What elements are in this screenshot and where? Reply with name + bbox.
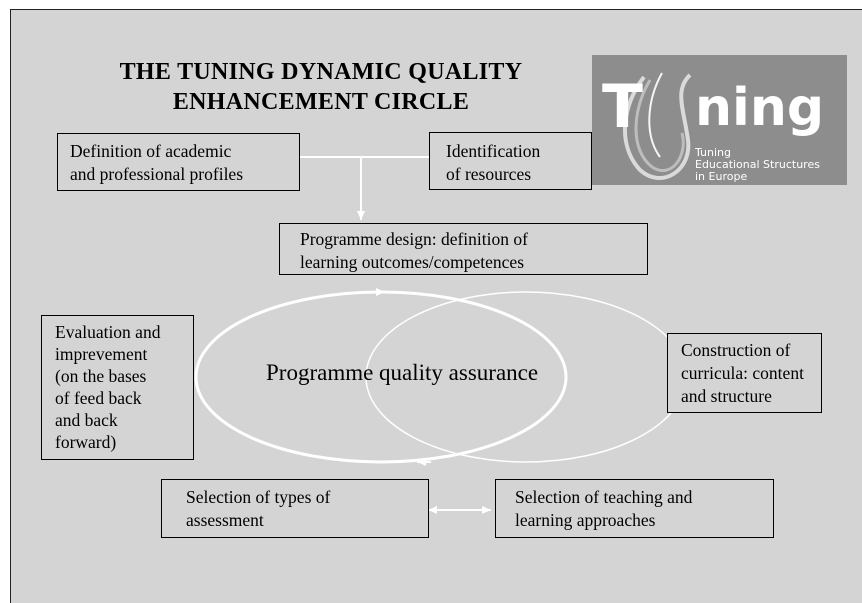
logo-subtitle: Tuning Educational Structures in Europe [695, 147, 820, 183]
box-line: Identification [446, 141, 541, 161]
box-line: learning approaches [515, 510, 656, 530]
logo-subtitle-line: Educational Structures [695, 158, 820, 171]
box-line: and back [55, 410, 118, 430]
box-resources: Identification of resources [429, 132, 592, 190]
page-title-line2: ENHANCEMENT CIRCLE [172, 89, 470, 115]
box-curricula: Construction of curricula: content and s… [667, 333, 822, 413]
logo-subtitle-line: in Europe [695, 170, 748, 183]
box-programme-design: Programme design: definition of learning… [279, 223, 648, 275]
box-line: Evaluation and [55, 322, 161, 342]
box-line: Selection of teaching and [515, 487, 693, 507]
logo-subtitle-line: Tuning [695, 146, 732, 159]
box-line: and structure [681, 386, 772, 406]
box-teaching: Selection of teaching and learning appro… [495, 479, 774, 538]
tuning-logo: T ning Tuning Educational Structures in … [592, 55, 847, 185]
slide: THE TUNING DYNAMIC QUALITY ENHANCEMENT C… [10, 9, 862, 603]
box-assessment: Selection of types of assessment [161, 479, 429, 538]
box-profiles: Definition of academic and professional … [57, 133, 300, 191]
center-label: Programme quality assurance [266, 360, 539, 385]
logo-letter-t: T [602, 72, 643, 142]
box-line: Definition of academic [70, 141, 232, 161]
box-line: and professional profiles [70, 164, 244, 184]
box-line: forward) [55, 432, 117, 452]
box-line: imprevement [55, 344, 148, 364]
logo-word: ning [695, 78, 825, 138]
logo-swirl-icon [622, 72, 692, 181]
page-title-line1: THE TUNING DYNAMIC QUALITY [119, 59, 523, 85]
box-line: Programme design: definition of [300, 229, 528, 249]
box-line: Selection of types of [186, 487, 331, 507]
box-line: learning outcomes/competences [300, 252, 525, 272]
box-line: of resources [446, 164, 532, 184]
box-line: of feed back [55, 388, 142, 408]
box-line: Construction of [681, 340, 791, 360]
box-line: curricula: content [681, 363, 804, 383]
box-line: (on the bases [55, 366, 147, 386]
box-line: assessment [186, 510, 264, 530]
box-evaluation: Evaluation and imprevement (on the bases… [41, 315, 194, 460]
